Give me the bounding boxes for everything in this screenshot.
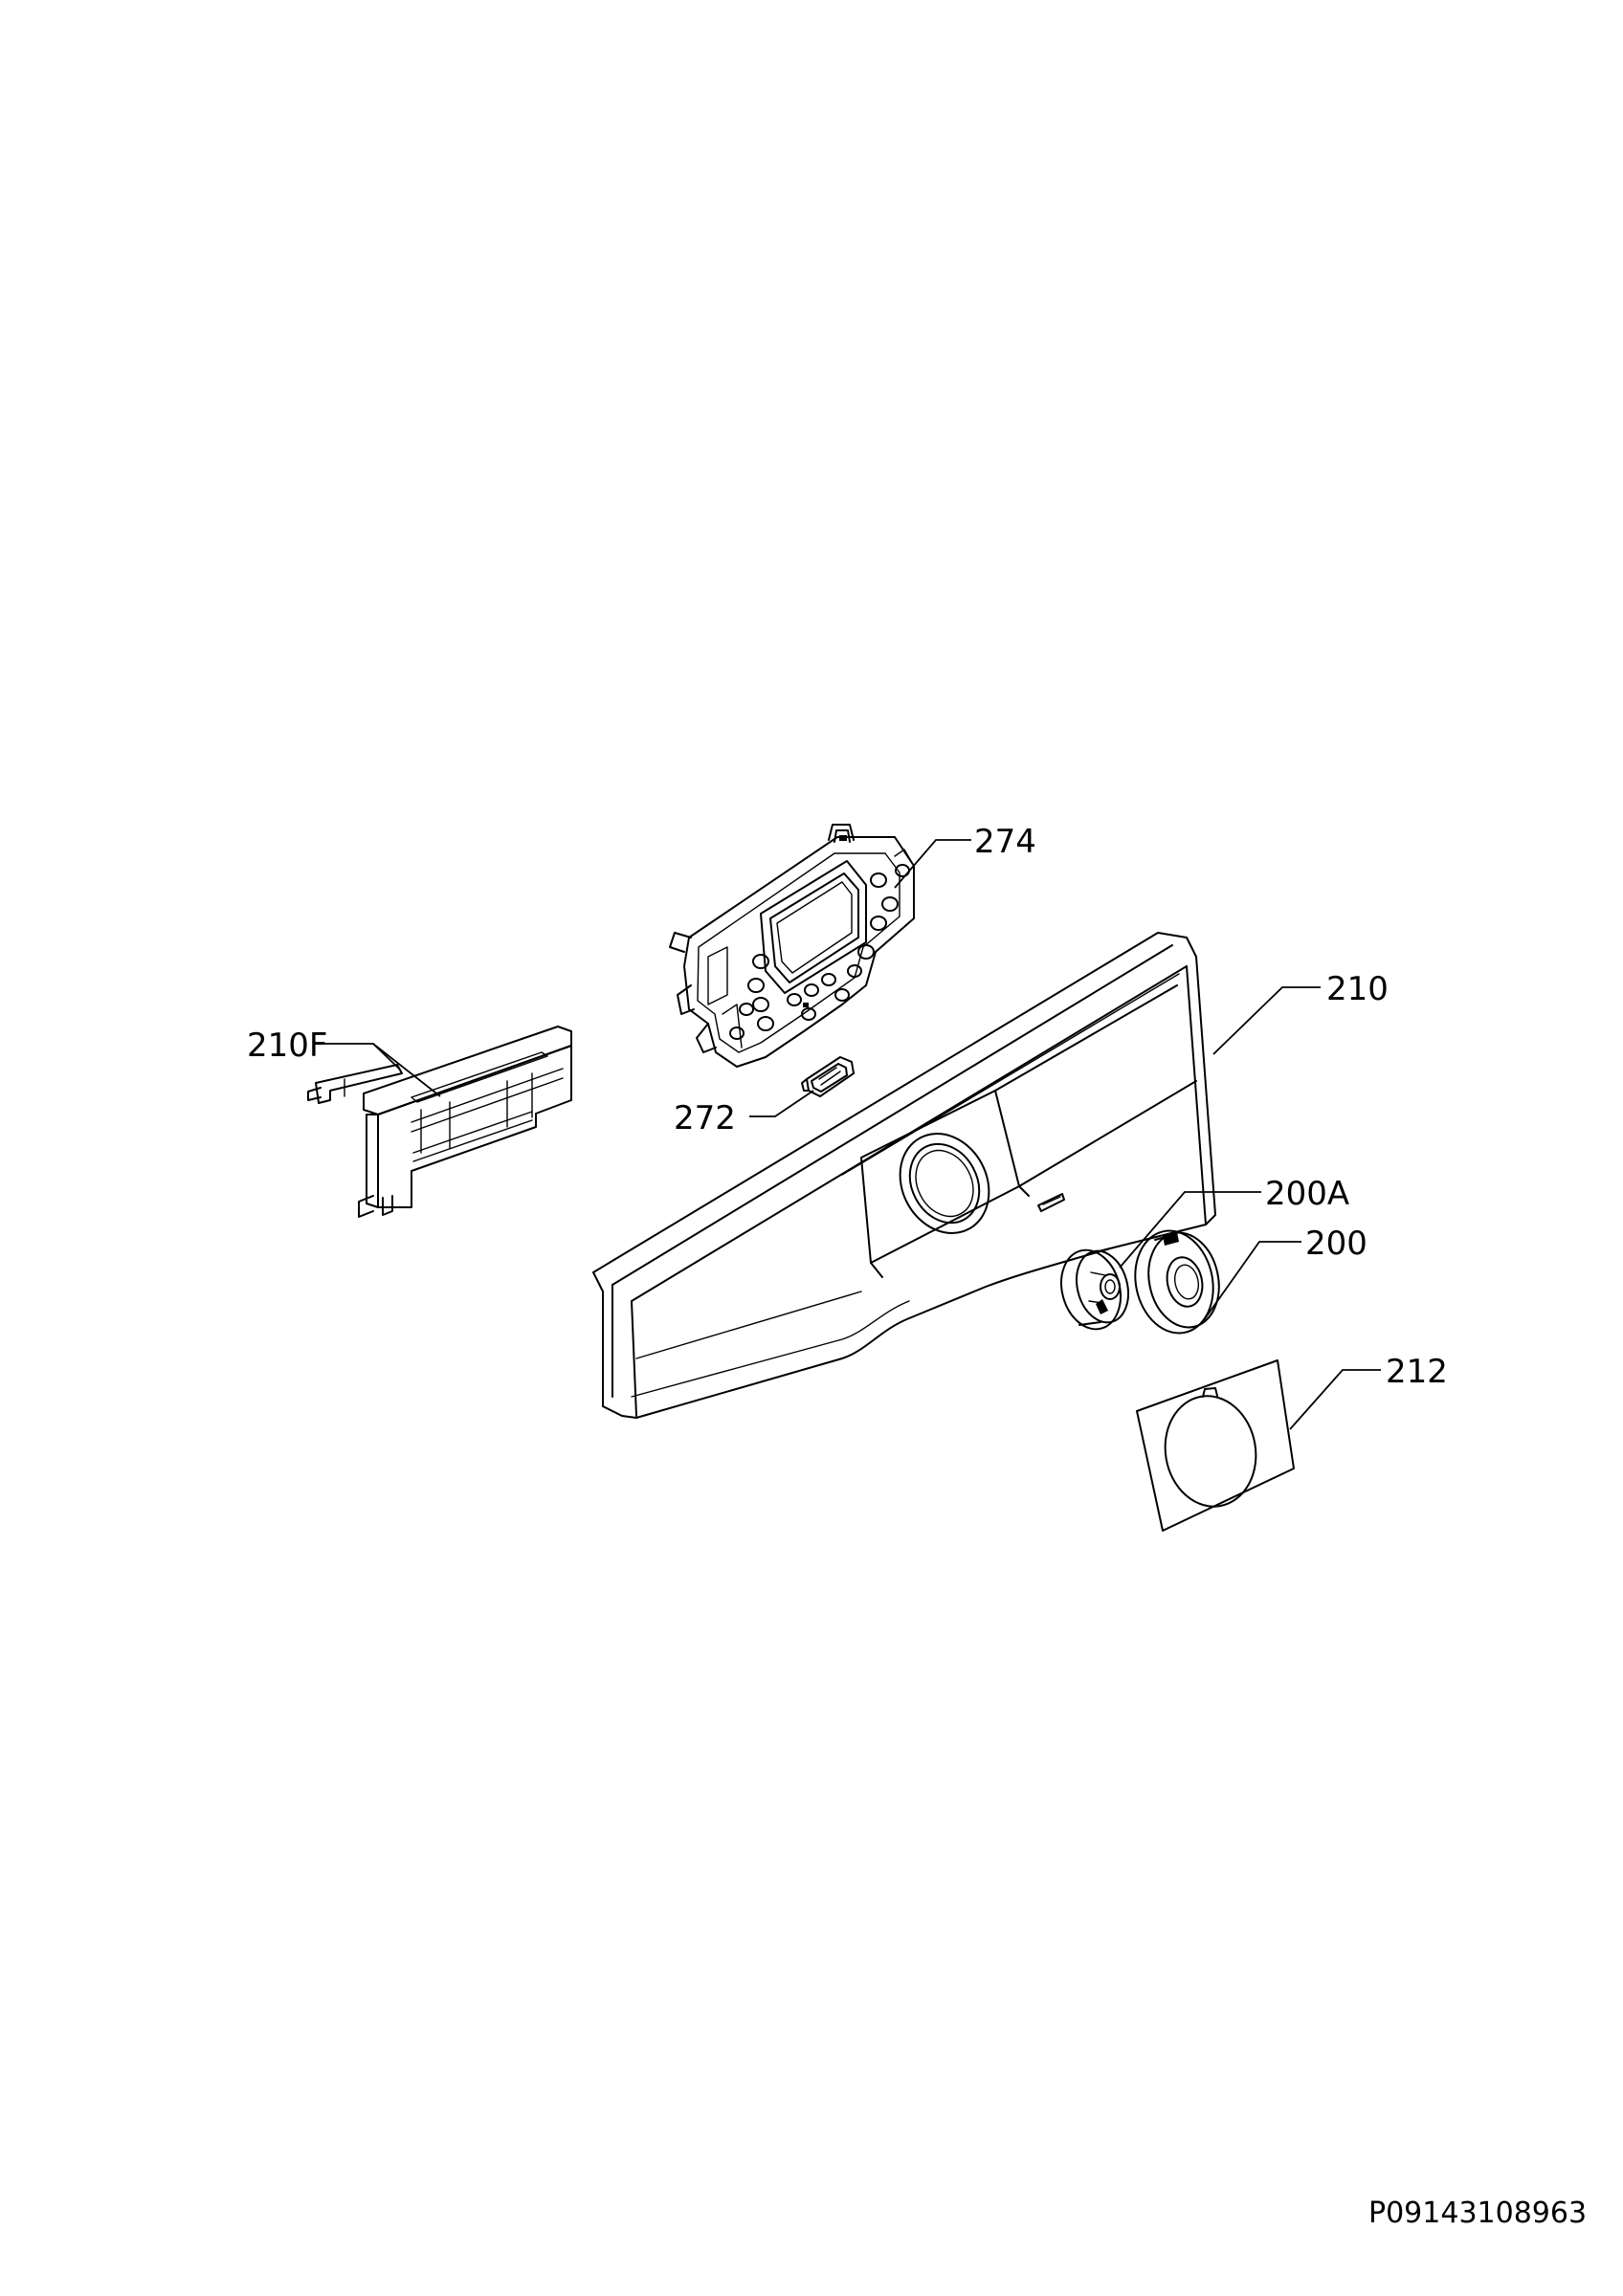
callout-200A: 200A [1265,1175,1349,1213]
part-272-connector [801,1056,855,1097]
callout-210F: 210F [247,1027,327,1065]
callout-200: 200 [1305,1225,1367,1263]
callout-274: 274 [974,823,1036,861]
leader-lines [323,839,1381,1430]
document-id: P09143108963 [1368,2197,1587,2230]
callout-210: 210 [1326,970,1389,1008]
callout-272: 272 [674,1099,736,1137]
part-274-electronic-board [669,824,915,1068]
part-212-decal [1136,1359,1295,1532]
part-200-knob [1134,1229,1220,1335]
part-200A-knob-insert [1060,1247,1129,1331]
part-210-control-panel [592,932,1216,1419]
callout-212: 212 [1386,1353,1448,1391]
part-210F-bracket [307,1026,572,1218]
